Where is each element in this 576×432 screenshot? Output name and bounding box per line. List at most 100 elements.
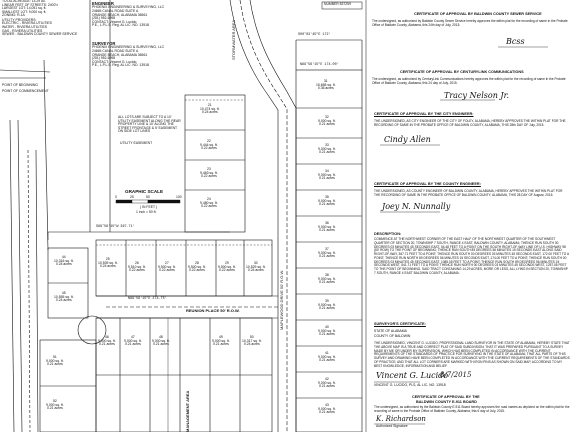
engineer-title: ENGINEER	[92, 1, 114, 6]
cert-e911-title: CERTIFICATE OF APPROVAL BY THE	[412, 395, 480, 399]
utilities-title: UTILITY PROVIDERS:	[2, 17, 37, 22]
upper-lots-block	[184, 94, 246, 233]
maplewood-road-centerline	[239, 0, 288, 432]
cul-de-sac	[77, 315, 107, 345]
cert-e911-caption: Authorized Signature	[376, 424, 408, 428]
street-reunion-place: REUNION PLACE 50' R.O.W.	[186, 308, 240, 313]
surveyor-cert-county: COUNTY OF BALDWIN	[374, 334, 411, 338]
info-line: ZONING: R-1A	[2, 13, 25, 18]
easement-note-line: UTILITY EASEMENT ALONG THE REAR	[118, 118, 181, 123]
cert-county-body: THE UNDERSIGNED, AS COUNTY ENGINEER OF B…	[374, 189, 563, 197]
cert-county-signature: Joey N. Nunnally	[382, 202, 451, 211]
cert-century-signature: Tracy Nelson Jr.	[444, 91, 510, 100]
point-of-beginning: POINT OF BEGINNING	[2, 83, 38, 87]
boundary-north	[47, 231, 230, 240]
easement-note-line: STREET FRONTAGE & 5' EASEMENT	[118, 125, 178, 130]
surveyor-line: P.E., L.P.L.S. Reg. AL LIC. NO. 13918	[92, 63, 149, 68]
scale-mark: 50	[146, 195, 150, 199]
info-line: SMALLEST LOT: 9,000 sq. ft.	[2, 9, 47, 14]
cert-sewer-title: CERTIFICATE OF APPROVAL BY BALDWIN COUNT…	[414, 12, 542, 16]
utility-line: GAS - RIVIERA UTILITIES	[2, 28, 43, 33]
cert-city-signature: Cindy Allen	[384, 135, 431, 144]
easement-note-line: ON SIDE LOT LINES	[118, 129, 151, 134]
cert-sewer-body: The undersigned, as authorized by Baldwi…	[372, 19, 568, 27]
cert-e911-signature: K. Richardson	[376, 415, 426, 423]
surveyor-cert-title: SURVEYOR'S CERTIFICATE:	[374, 322, 426, 326]
info-line: LARGEST LOT: 14,051 sq. ft.	[2, 6, 47, 11]
utility-line: WATER - RIVIERA UTILITIES	[2, 24, 48, 29]
west-road-edge-2	[17, 119, 23, 432]
surveyor-line: CONTACT: Vincent G. Lucido	[92, 59, 137, 64]
surveyor-line: 24665 CANAL ROAD SUITE A	[92, 48, 139, 53]
graphic-scale-bar	[115, 199, 181, 204]
surveyor-line: ORANGE BEACH, ALABAMA 36561	[92, 52, 148, 57]
bearing-label: S00°03'45"E 172'	[298, 33, 331, 37]
west-road-centerline	[27, 149, 31, 432]
utility-line: SEWER - BALDWIN COUNTY SEWER SERVICE	[2, 32, 78, 37]
project-info: TOTAL ACREAGE: 14.29 Ac. LINEAR FEET OF …	[2, 0, 77, 37]
engineer-line: P.E., L.P.L.S. Reg. AL LIC. NO. 13918	[92, 23, 149, 28]
east-lots-block	[295, 69, 363, 432]
point-of-commencement: POINT OF COMMENCEMENT	[2, 89, 49, 93]
utility-line: ELECTRIC - RIVIERA UTILITIES	[2, 21, 52, 26]
scale-mark: 25	[130, 195, 134, 199]
surveyor-cert-body: THE UNDERSIGNED, VINCENT G. LUCIDO, PROF…	[374, 341, 570, 368]
easement-note-line: ALL LOTS ARE SUBJECT TO A 10'	[118, 115, 172, 119]
engineer-line: PHOENIX ENGINEERING & SURVEYING, LLC	[92, 5, 165, 10]
recording-number: NUMBER 837259	[324, 2, 351, 6]
west-road-edge-3	[35, 149, 39, 432]
street-maplewood-drive: MAPLEWOOD DRIVE 50' R.O.W.	[279, 269, 284, 330]
north-tie-line	[43, 59, 49, 251]
cert-century-body: The undersigned, as authorized by Centur…	[372, 77, 566, 85]
cert-sewer-signature: Bcss	[506, 37, 525, 46]
bearing-label: N89°56'15"E 274.75'	[128, 297, 167, 301]
recording-box	[321, 1, 363, 10]
cert-e911-body: The undersigned, as authorized by the Ba…	[374, 405, 570, 413]
scale-mark: 0	[115, 195, 117, 199]
maplewood-road-west	[229, 0, 279, 432]
description-title: DESCRIPTION:	[374, 232, 402, 236]
surveyor-line: (251) 952-6998	[92, 56, 116, 61]
engineer-line: ORANGE BEACH, ALABAMA 36561	[92, 12, 148, 17]
tie-line-1	[0, 69, 51, 73]
utility-easement-label: UTILITY EASEMENT	[120, 141, 153, 145]
scale-mark: 100	[176, 195, 182, 199]
surveyor-sig-caption: VINCENT G. LUCIDO, PLS, AL LIC. NO. 1391…	[374, 383, 446, 387]
cert-county-title: CERTIFICATE OF APPROVAL BY THE COUNTY EN…	[374, 182, 481, 186]
surveyor-line: PHOENIX ENGINEERING & SURVEYING, LLC	[92, 45, 165, 50]
cert-e911-title2: BALDWIN COUNTY E-911 BOARD	[416, 400, 477, 404]
stormwater-area-label: STORMWATER AREA	[231, 19, 236, 60]
engineer-line: (251) 952-6998	[92, 16, 116, 21]
west-road-edge-1	[9, 119, 15, 432]
bearing-label: N89°56'15"E 174.00'	[300, 63, 339, 67]
cert-city-title: CERTIFICATE OF APPROVAL BY THE CITY ENGI…	[374, 112, 474, 116]
surveyor-signature-date: 8/7/2015	[440, 371, 472, 379]
info-line: LINEAR FEET OF STREETS: 2400'±	[2, 2, 58, 7]
